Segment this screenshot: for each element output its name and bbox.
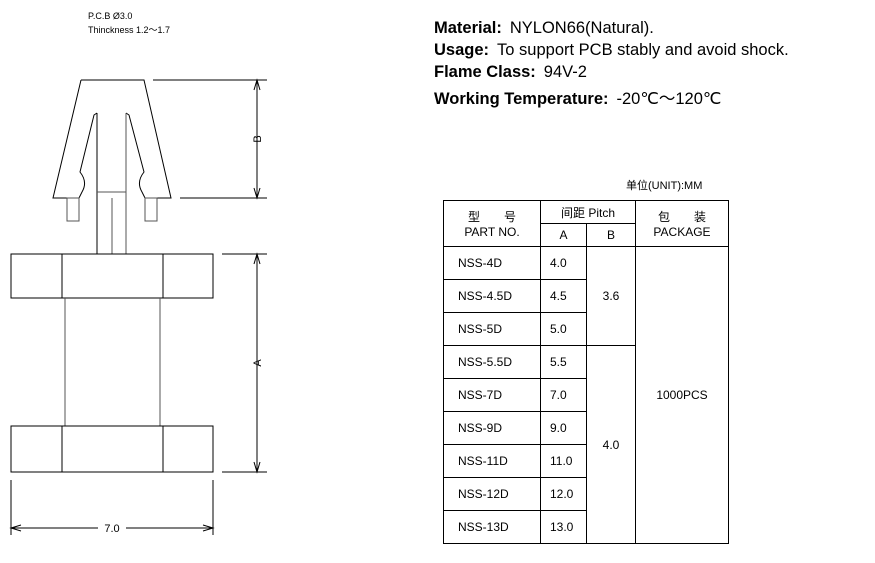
spec-usage: Usage: To support PCB stably and avoid sh… [434, 41, 789, 60]
part-number: NSS-13D [443, 510, 541, 544]
part-number: NSS-5.5D [443, 345, 541, 379]
dimension-a-label: A [252, 359, 264, 367]
thickness-note: Thinckness 1.2～1.7 [88, 25, 170, 35]
header-pitch: 间距 Pitch [540, 200, 636, 224]
pitch-a: 7.0 [540, 378, 587, 412]
pitch-a: 4.5 [540, 279, 587, 313]
spec-value: -20℃～120℃ [616, 90, 722, 108]
part-number: NSS-5D [443, 312, 541, 346]
part-number: NSS-4.5D [443, 279, 541, 313]
pitch-a: 5.0 [540, 312, 587, 346]
header-b: B [586, 223, 636, 247]
spec-label: Material: [434, 19, 502, 37]
spec-material: Material: NYLON66(Natural). [434, 19, 654, 38]
pitch-a: 9.0 [540, 411, 587, 445]
pitch-b: 3.6 [586, 246, 636, 346]
pcb-note: P.C.B Ø3.0 [88, 11, 132, 21]
part-number: NSS-9D [443, 411, 541, 445]
part-number: NSS-12D [443, 477, 541, 511]
header-part-cn: 型 号 [467, 210, 516, 224]
spacer-body [10, 253, 214, 473]
dimension-lines [9, 78, 267, 535]
part-number: NSS-4D [443, 246, 541, 280]
part-number: NSS-7D [443, 378, 541, 412]
package-qty: 1000PCS [635, 246, 729, 544]
pitch-a: 12.0 [540, 477, 587, 511]
spec-value: To support PCB stably and avoid shock. [497, 41, 789, 59]
part-number: NSS-11D [443, 444, 541, 478]
unit-label: 单位(UNIT):MM [626, 180, 703, 192]
spec-label: Flame Class: [434, 63, 536, 81]
header-part-en: PART NO. [464, 225, 520, 239]
pitch-a: 4.0 [540, 246, 587, 280]
spec-flame-class: Flame Class: 94V-2 [434, 63, 587, 82]
pitch-a: 13.0 [540, 510, 587, 544]
dimension-width-label: 7.0 [104, 523, 119, 535]
pitch-a: 5.5 [540, 345, 587, 379]
dimension-b-label: B [252, 135, 264, 142]
header-package-cn: 包 装 [657, 210, 706, 224]
spec-label: Usage: [434, 41, 490, 59]
spec-working-temperature: Working Temperature: -20℃～120℃ [434, 85, 721, 109]
pitch-b: 4.0 [586, 345, 636, 544]
spec-label: Working Temperature: [434, 90, 609, 108]
clip-head [52, 79, 172, 254]
header-package-en: PACKAGE [653, 225, 711, 239]
spec-value: NYLON66(Natural). [509, 19, 654, 37]
spec-value: 94V-2 [543, 63, 587, 81]
header-a: A [540, 223, 587, 247]
pitch-a: 11.0 [540, 444, 587, 478]
